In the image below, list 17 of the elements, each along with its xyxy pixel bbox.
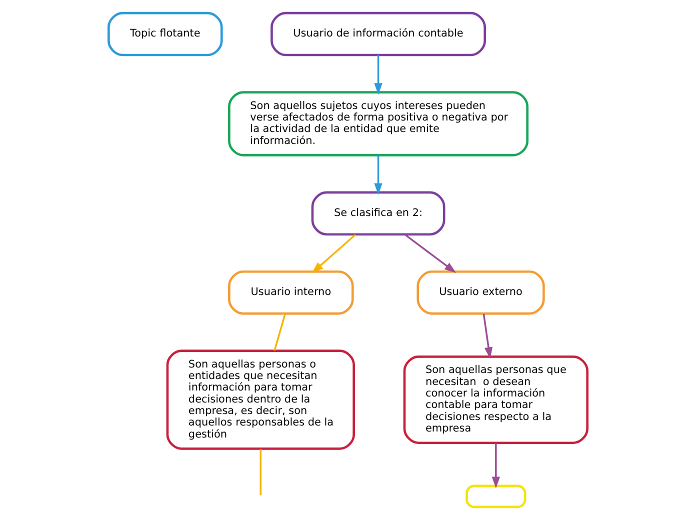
node-box: Son aquellas personas o entidades que necesitan información para tomar decisiones dentro de la empresa, es decir, son aquellos responsables de la gestión xyxy=(166,350,355,450)
node-box: Se clasifica en 2: xyxy=(311,191,446,236)
node-box: Son aquellos sujetos cuyos intereses pueden verse afectados de forma positiva o negativa por la actividad de la entidad que emite información. xyxy=(228,91,529,156)
arrow xyxy=(404,234,456,273)
arrow xyxy=(492,443,500,488)
arrow xyxy=(312,234,356,274)
arrow xyxy=(374,155,382,195)
node-box: Son aquellas personas que necesitan o desean conocer la información contable para tomar decisiones respecto a la empresa xyxy=(403,356,588,444)
connector xyxy=(260,449,262,496)
node-box: Usuario de información contable xyxy=(270,12,486,56)
node-box xyxy=(466,484,526,508)
node-box: Usuario externo xyxy=(416,270,545,315)
arrow xyxy=(374,55,382,95)
node-box: Topic flotante xyxy=(108,12,223,56)
connector xyxy=(274,314,286,351)
arrow xyxy=(482,314,493,359)
node-box: Usuario interno xyxy=(228,270,354,315)
